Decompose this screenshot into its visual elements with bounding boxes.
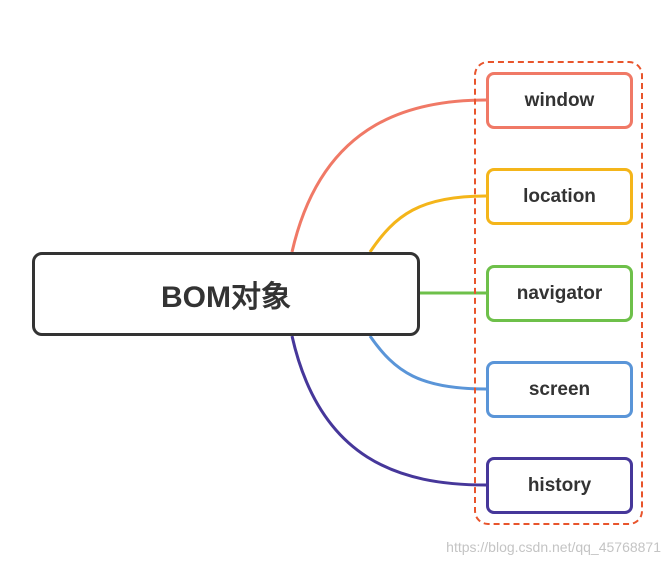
connector-location — [368, 194, 487, 253]
node-history[interactable]: history — [486, 457, 633, 514]
connector-screen — [368, 335, 487, 391]
node-screen[interactable]: screen — [486, 361, 633, 418]
node-history-label: history — [527, 474, 592, 496]
root-node-label: BOM对象 — [161, 281, 291, 314]
node-screen-label: screen — [528, 378, 591, 400]
connector-history — [290, 335, 487, 487]
node-window-label: window — [524, 89, 595, 111]
node-navigator-label: navigator — [516, 282, 603, 304]
watermark-text: https://blog.csdn.net/qq_45768871 — [446, 539, 661, 555]
root-node-bom[interactable]: BOM对象 — [32, 252, 420, 336]
node-navigator[interactable]: navigator — [486, 265, 633, 322]
connector-window — [290, 98, 487, 253]
node-location[interactable]: location — [486, 168, 633, 225]
children-group-box — [474, 61, 643, 525]
node-location-label: location — [523, 185, 596, 207]
node-window[interactable]: window — [486, 72, 633, 129]
